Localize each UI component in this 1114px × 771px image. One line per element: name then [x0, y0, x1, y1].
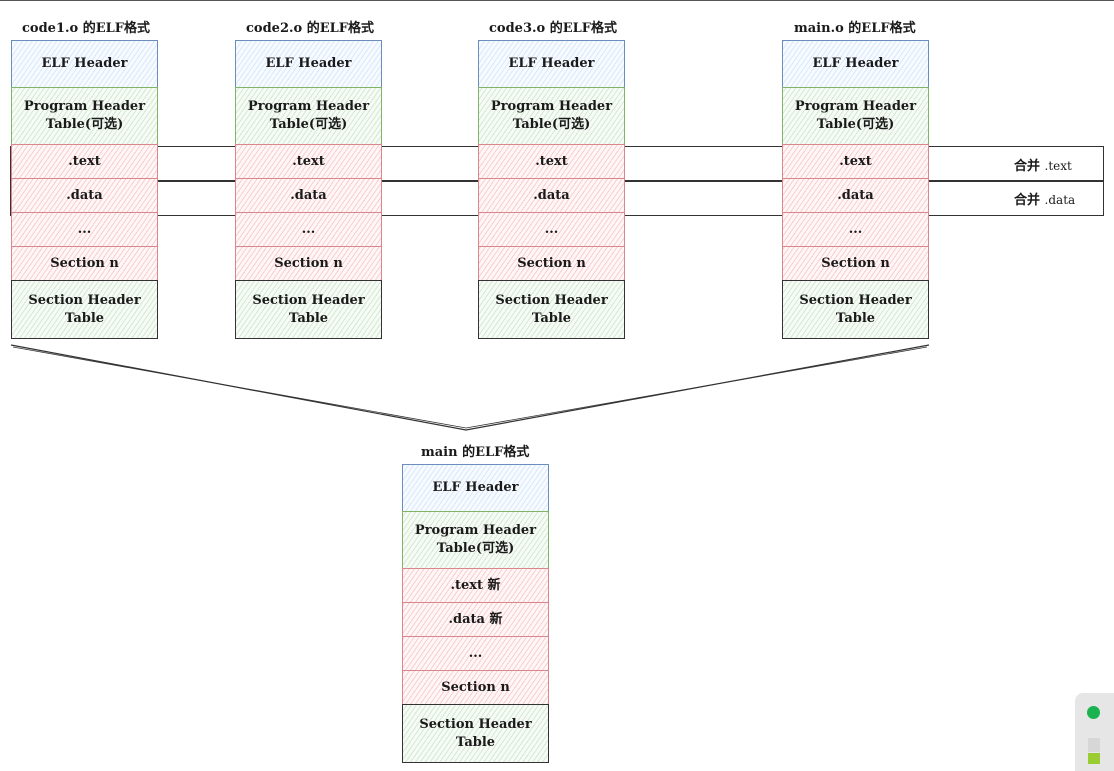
text-section-block: .text [782, 144, 929, 179]
section-n-block: Section n [11, 246, 158, 281]
program-header-table-block: Program Header Table(可选) [402, 511, 549, 569]
section-header-table-block: Section Header Table [478, 280, 625, 339]
section-n-block: Section n [478, 246, 625, 281]
level-bar-icon [1088, 738, 1100, 752]
ellipsis-section-block: ... [478, 212, 625, 247]
data-section-block: .data [11, 178, 158, 213]
elf-header-block: ELF Header [782, 40, 929, 88]
ellipsis-section-block: ... [402, 636, 549, 671]
section-header-table-block: Section Header Table [402, 704, 549, 763]
elf-file-title: code3.o 的ELF格式 [489, 21, 617, 36]
elf-header-block: ELF Header [478, 40, 625, 88]
merged-text-section-block: .text 新 [402, 568, 549, 603]
ellipsis-section-block: ... [11, 212, 158, 247]
status-dot-icon [1087, 706, 1100, 719]
text-section-block: .text [235, 144, 382, 179]
program-header-table-block: Program Header Table(可选) [235, 87, 382, 145]
merge-text-label: 合并 .text [1014, 159, 1072, 174]
elf-file-code1: code1.o 的ELF格式 ELF Header Program Header… [11, 21, 158, 339]
data-section-block: .data [478, 178, 625, 213]
floating-status-widget[interactable] [1075, 693, 1114, 771]
section-header-table-block: Section Header Table [11, 280, 158, 339]
elf-file-title: code1.o 的ELF格式 [22, 21, 150, 36]
elf-file-title: code2.o 的ELF格式 [246, 21, 374, 36]
section-n-block: Section n [782, 246, 929, 281]
text-section-block: .text [478, 144, 625, 179]
program-header-table-block: Program Header Table(可选) [11, 87, 158, 145]
ellipsis-section-block: ... [782, 212, 929, 247]
section-header-table-block: Section Header Table [782, 280, 929, 339]
elf-file-main-output: main 的ELF格式 ELF Header Program Header Ta… [402, 445, 549, 763]
elf-header-block: ELF Header [11, 40, 158, 88]
merged-data-section-block: .data 新 [402, 602, 549, 637]
section-header-table-block: Section Header Table [235, 280, 382, 339]
elf-header-block: ELF Header [235, 40, 382, 88]
section-n-block: Section n [402, 670, 549, 705]
data-section-block: .data [782, 178, 929, 213]
text-section-block: .text [11, 144, 158, 179]
elf-file-code3: code3.o 的ELF格式 ELF Header Program Header… [478, 21, 625, 339]
program-header-table-block: Program Header Table(可选) [478, 87, 625, 145]
top-border-line [0, 0, 1114, 1]
merge-data-label: 合并 .data [1014, 193, 1076, 208]
data-section-block: .data [235, 178, 382, 213]
elf-header-block: ELF Header [402, 464, 549, 512]
program-header-table-block: Program Header Table(可选) [782, 87, 929, 145]
elf-file-title: main 的ELF格式 [421, 445, 530, 460]
elf-file-code2: code2.o 的ELF格式 ELF Header Program Header… [235, 21, 382, 339]
elf-file-main-o: main.o 的ELF格式 ELF Header Program Header … [782, 21, 929, 339]
level-fill-icon [1088, 753, 1100, 764]
section-n-block: Section n [235, 246, 382, 281]
ellipsis-section-block: ... [235, 212, 382, 247]
elf-file-title: main.o 的ELF格式 [794, 21, 916, 36]
